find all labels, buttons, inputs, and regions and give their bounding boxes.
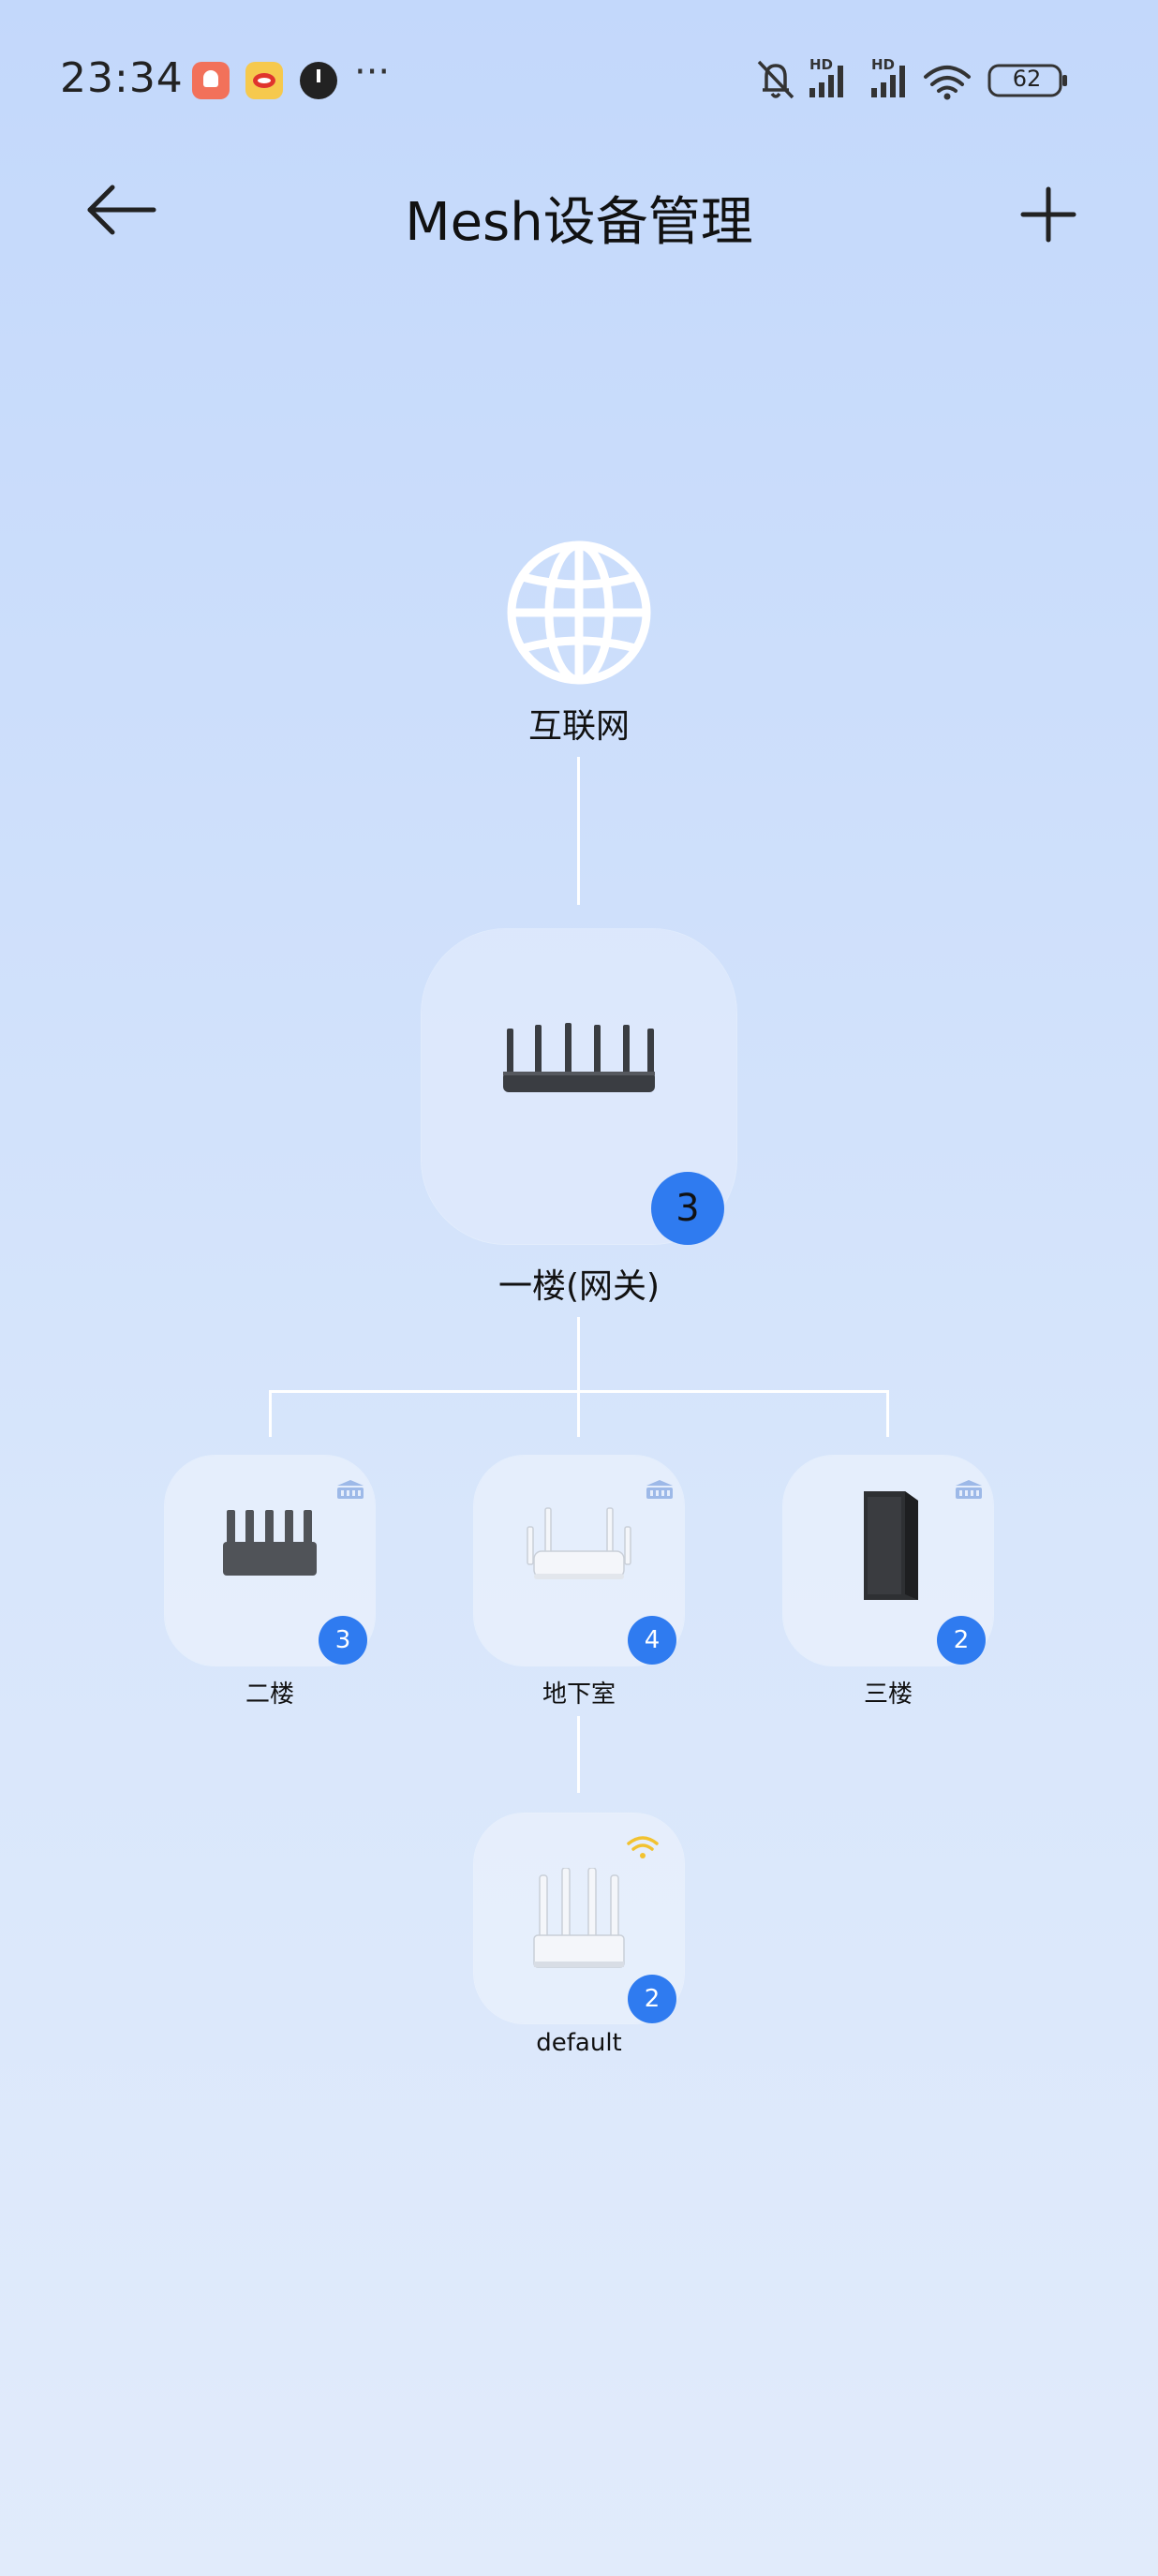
- wifi-icon: [924, 66, 971, 93]
- node-device-count-badge: 4: [628, 1616, 676, 1665]
- router-image: [533, 1868, 625, 1968]
- node-device-count-badge: 2: [628, 1975, 676, 2023]
- page-title: Mesh设备管理: [405, 192, 753, 253]
- node-device-count-badge: 2: [937, 1616, 986, 1665]
- mute-bell-icon: [757, 60, 794, 99]
- back-button[interactable]: [84, 182, 159, 238]
- connector-line: [577, 1716, 580, 1793]
- node-label: default: [536, 2029, 622, 2057]
- add-device-button[interactable]: [1016, 182, 1081, 247]
- status-bar: 23:34 ··· HD HD: [0, 0, 1158, 159]
- battery-level: 62: [1012, 66, 1042, 92]
- notification-app-icon: [192, 62, 230, 99]
- svg-text:HD: HD: [809, 56, 833, 73]
- node-label: 三楼: [863, 1680, 913, 1709]
- signal-icon: [871, 66, 905, 97]
- arrow-left-icon: [87, 185, 156, 235]
- node-label: 地下室: [542, 1680, 616, 1709]
- weibo-app-icon: [245, 62, 283, 99]
- connector-line: [577, 1317, 580, 1437]
- router-image: [527, 1507, 631, 1579]
- svg-text:HD: HD: [871, 56, 895, 73]
- wired-backhaul-icon: [956, 1480, 982, 1499]
- wifi-backhaul-icon: [627, 1836, 659, 1858]
- connector-line: [269, 1390, 889, 1393]
- router-image: [864, 1491, 918, 1600]
- router-image: [223, 1510, 317, 1576]
- node-label: 二楼: [245, 1680, 294, 1709]
- battery-icon: [987, 64, 1067, 97]
- more-notifications-icon: ···: [354, 51, 391, 94]
- internet-label: 互联网: [527, 707, 630, 746]
- signal-icon: [809, 66, 843, 97]
- router-image: [503, 1023, 655, 1092]
- node-device-count-badge: 3: [319, 1616, 367, 1665]
- connector-line: [886, 1390, 889, 1437]
- connector-line: [577, 757, 580, 905]
- gateway-label: 一楼(网关): [497, 1267, 661, 1306]
- internet-globe-icon: [507, 540, 651, 685]
- plus-icon: [1020, 186, 1076, 243]
- status-time: 23:34: [60, 54, 184, 102]
- gateway-device-count-badge: 3: [651, 1172, 724, 1245]
- clock-app-icon: [300, 62, 337, 99]
- wired-backhaul-icon: [646, 1480, 673, 1499]
- header: Mesh设备管理: [0, 159, 1158, 262]
- status-icons: HD HD: [757, 56, 1067, 100]
- wired-backhaul-icon: [337, 1480, 364, 1499]
- connector-line: [269, 1390, 272, 1437]
